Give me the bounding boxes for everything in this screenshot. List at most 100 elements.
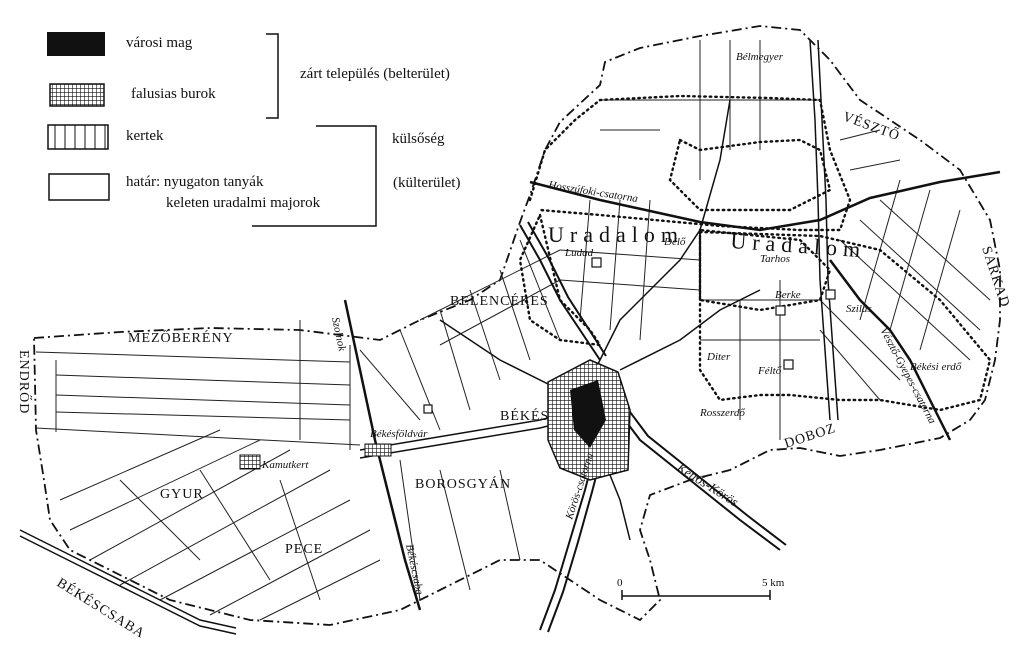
legend-bracket-2 bbox=[252, 125, 377, 227]
parcel-line bbox=[59, 429, 221, 501]
parcel-line bbox=[159, 499, 351, 601]
parcel-line bbox=[889, 189, 931, 331]
label-szilas: Szilas bbox=[846, 303, 872, 315]
legend-group-closed: zárt település (belterület) bbox=[300, 66, 450, 82]
parcel-line bbox=[819, 329, 881, 401]
legend-swatch-gardens bbox=[47, 124, 109, 150]
manor-marker bbox=[783, 359, 794, 370]
label-kamutkert: Kamutkert bbox=[261, 459, 309, 471]
label-hosszufoki: Hosszúfoki-csatorna bbox=[547, 179, 640, 205]
label-bekesi-erdo: Békési erdő bbox=[910, 361, 962, 373]
label-belenceres: BELENCÉRES bbox=[450, 292, 549, 309]
label-delo: Délő bbox=[663, 236, 686, 248]
parcel-line bbox=[55, 374, 351, 386]
legend-swatch-city-core bbox=[47, 32, 105, 56]
label-belmegyer: Bélmegyer bbox=[736, 51, 784, 63]
label-bekes: BÉKÉS bbox=[500, 407, 549, 424]
road-northeast bbox=[809, 39, 831, 421]
parcel-line bbox=[499, 469, 521, 561]
legend-label-outer-east: keleten uradalmi majorok bbox=[166, 195, 321, 211]
legend bbox=[47, 32, 377, 227]
legend-group-outer-1: külsőség bbox=[392, 131, 445, 147]
legend-swatch-outer bbox=[48, 173, 110, 201]
parcel-line bbox=[919, 209, 961, 351]
parcel-line bbox=[439, 469, 471, 591]
parcel-line bbox=[639, 199, 651, 341]
label-diter: Diter bbox=[706, 351, 731, 363]
bekes-town bbox=[547, 359, 631, 481]
parcel-line bbox=[279, 479, 321, 601]
legend-label-gardens: kertek bbox=[126, 128, 164, 144]
parcel-line bbox=[819, 299, 901, 381]
label-ludad: Ludad bbox=[564, 247, 594, 259]
kamutkert-settlement bbox=[239, 454, 261, 470]
road-southwest-2 bbox=[19, 535, 237, 635]
parcel-line bbox=[849, 159, 901, 171]
parcel-line bbox=[35, 427, 361, 446]
parcel-line bbox=[559, 249, 701, 261]
label-mezobereny: MEZŐBERÉNY bbox=[128, 329, 234, 346]
legend-group-outer-2: (külterület) bbox=[393, 175, 461, 191]
legend-label-city-core: városi mag bbox=[126, 35, 193, 51]
label-gyur: GYUR bbox=[160, 487, 204, 502]
parcel-line bbox=[469, 289, 501, 381]
road-east bbox=[619, 289, 761, 371]
parcel-line bbox=[499, 269, 531, 361]
road-north bbox=[589, 99, 731, 381]
parcel-line bbox=[359, 349, 421, 421]
label-uradalom-1: Uradalom bbox=[548, 222, 684, 247]
parcel-line bbox=[119, 479, 201, 561]
parcel-line bbox=[69, 439, 261, 531]
label-borosgyan: BOROSGYÁN bbox=[415, 475, 511, 492]
parcel-line bbox=[399, 459, 421, 601]
legend-label-village-shell: falusias burok bbox=[131, 86, 216, 102]
label-veszto-gyepes: Vésztő-Gyepes-csatorna bbox=[877, 326, 938, 426]
veszto-gyepes-canal bbox=[829, 259, 952, 441]
parcel-line bbox=[519, 239, 561, 341]
bekesfoldvar-settlement bbox=[364, 443, 392, 457]
label-uradalom-2: Uradalom bbox=[730, 228, 867, 262]
railway-szolnok-bekescsaba bbox=[343, 299, 422, 611]
scale-end-label: 5 km bbox=[762, 577, 785, 589]
road-belenceres bbox=[439, 319, 561, 391]
parcel-line bbox=[839, 129, 881, 141]
label-bekesfoldvar: Békésföldvár bbox=[370, 428, 428, 440]
parcel-line bbox=[55, 411, 351, 421]
label-bekescsaba-caps: BÉKÉSCSABA bbox=[54, 574, 149, 642]
legend-bracket-1 bbox=[266, 33, 279, 119]
parcel-line bbox=[399, 329, 441, 431]
label-tarhos: Tarhos bbox=[760, 253, 790, 265]
label-bekescsaba-ital: Békéscsaba bbox=[403, 543, 426, 596]
parcel-line bbox=[859, 219, 981, 331]
label-pece: PECE bbox=[285, 542, 323, 557]
label-veszto: VÉSZTŐ bbox=[841, 108, 903, 144]
road-southwest bbox=[19, 529, 237, 629]
scale-bar bbox=[621, 590, 771, 600]
estate-boundary-north bbox=[528, 94, 852, 232]
estate-boundary-east bbox=[698, 230, 992, 412]
manor-marker bbox=[591, 257, 602, 268]
parcel-line bbox=[559, 279, 701, 291]
legend-swatch-village-shell bbox=[49, 83, 105, 107]
parcel-line bbox=[609, 199, 621, 331]
label-kettos-koros: Kettős-Körös bbox=[674, 459, 742, 509]
label-felto: Féltő bbox=[757, 365, 782, 377]
label-szolnok: Szolnok bbox=[329, 316, 348, 353]
parcel-line bbox=[579, 199, 591, 321]
label-berke: Berke bbox=[775, 289, 801, 301]
parcel-line bbox=[839, 239, 971, 361]
manor-marker bbox=[423, 404, 433, 414]
label-endrod: ENDRŐD bbox=[16, 350, 33, 414]
bekes-city-core bbox=[570, 380, 606, 448]
label-sarkad: SARKAD bbox=[978, 245, 1012, 310]
hosszufoki-canal bbox=[529, 170, 1001, 232]
manor-marker bbox=[825, 289, 836, 300]
parcel-line bbox=[199, 469, 271, 581]
parcel-line bbox=[879, 199, 991, 301]
road-northeast-2 bbox=[817, 39, 839, 421]
estate-boundary-northeast bbox=[668, 138, 832, 212]
river-north bbox=[519, 224, 601, 361]
parcel-line bbox=[419, 249, 561, 321]
parcel-line bbox=[439, 279, 561, 346]
